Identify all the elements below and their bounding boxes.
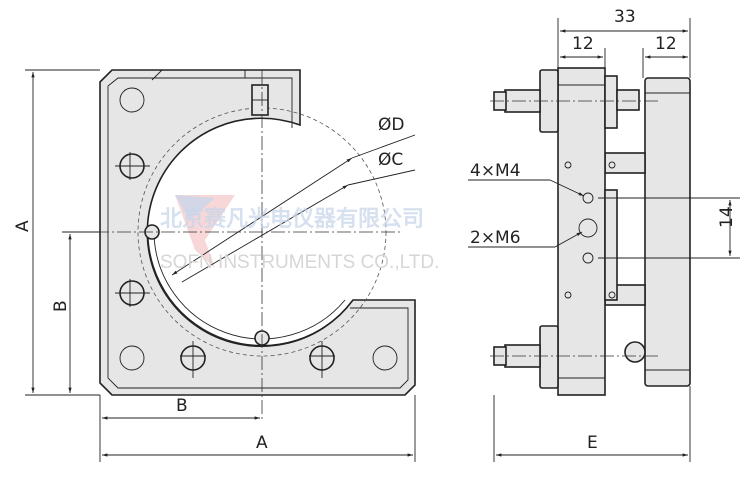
dim-a-vertical: A xyxy=(13,220,33,232)
dim-b-horizontal: B xyxy=(176,396,188,416)
watermark-en: SOFN INSTRUMENTS CO.,LTD. xyxy=(160,252,439,273)
thread-m4-label: 4×M4 xyxy=(470,161,521,181)
screw-icon xyxy=(180,341,206,378)
screw-icon xyxy=(115,279,150,307)
dim-12-left-label: 12 xyxy=(572,34,594,54)
dim-12-right-label: 12 xyxy=(655,34,677,54)
watermark-cn: 北京赛凡光电仪器有限公司 xyxy=(160,206,424,232)
dim-b-vertical: B xyxy=(51,300,71,312)
dia-c-label: ØC xyxy=(378,150,403,170)
side-view xyxy=(468,18,740,462)
dim-33-label: 33 xyxy=(614,7,636,27)
dim-14-label: 14 xyxy=(717,206,737,228)
screw-icon xyxy=(309,341,335,378)
dia-d-label: ØD xyxy=(378,115,404,135)
front-view xyxy=(25,69,416,462)
screw-icon xyxy=(115,152,150,180)
dim-a-horizontal: A xyxy=(256,433,268,453)
dim-e-label: E xyxy=(587,433,598,453)
thread-m6-label: 2×M6 xyxy=(470,228,521,248)
